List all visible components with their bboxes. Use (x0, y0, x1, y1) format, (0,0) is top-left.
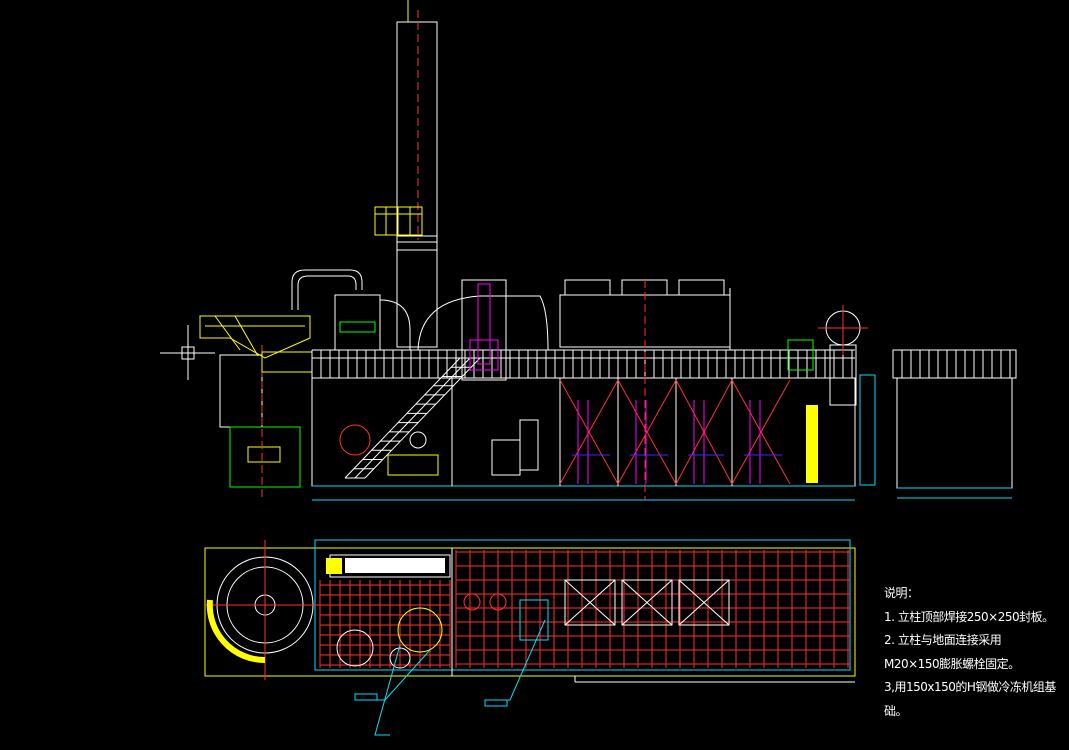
support-structure (311, 377, 856, 501)
duct-cyclone (291, 269, 411, 351)
elevation-view (160, 0, 1017, 501)
cooling-units (559, 279, 731, 500)
chimney-stack (396, 0, 438, 348)
plan-leaders (354, 619, 855, 736)
plan-grid-left (319, 550, 850, 668)
plan-turntable (205, 540, 325, 680)
note-line-2: 2. 立柱与地面连接采用 (884, 633, 1002, 647)
stack-platform (374, 206, 423, 236)
note-line-5: 础。 (884, 703, 908, 718)
plan-cooling-units (564, 579, 730, 626)
left-tank (219, 345, 301, 500)
crosshair-marker (160, 325, 215, 380)
notes-heading: 说明： (884, 586, 919, 600)
side-detail (892, 349, 1017, 499)
note-line-4: 3,用150x150的H钢做冷冻机组基 (884, 680, 1056, 694)
plan-view (204, 539, 856, 736)
right-vessel (787, 305, 876, 486)
note-line-1: 1. 立柱顶部焊接250×250封板。 (884, 609, 1054, 624)
filter-bays (559, 379, 818, 485)
note-line-3: M20×150膨胀螺栓固定。 (884, 656, 1020, 671)
plan-rollers (326, 554, 549, 669)
fan-housing (339, 279, 549, 476)
drawing-notes: 说明： 1. 立柱顶部焊接250×250封板。 2. 立柱与地面连接采用 M20… (884, 582, 1064, 723)
